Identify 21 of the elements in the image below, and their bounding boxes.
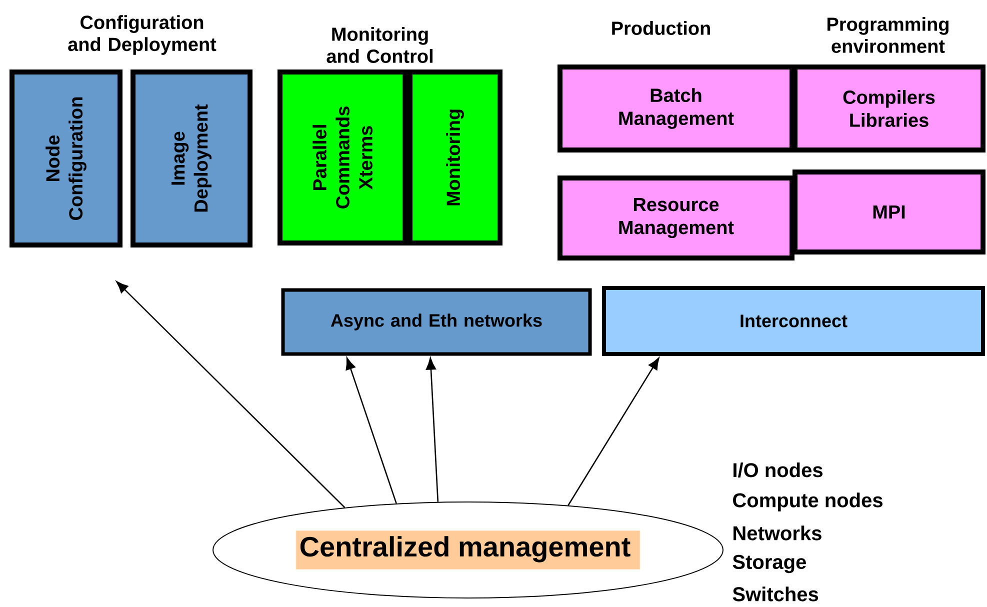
list-item: I/O nodes [734,462,822,478]
tool-box: Resource Management [558,176,794,260]
tool-box: Monitoring [408,70,502,246]
arrow [568,358,660,506]
tool-box: Image Deployment [130,70,252,248]
group-heading: Production [612,21,710,35]
group-heading: Configuration and Deployment [68,15,216,55]
arrow [116,281,346,508]
tool-box: MPI [792,170,986,254]
arrow [426,358,439,502]
tool-box: Batch Management [558,64,794,152]
group-heading: Monitoring and Control [326,27,432,63]
list-item: Compute nodes [733,492,882,512]
group-heading: Programming environment [828,17,948,53]
network-box: Interconnect [602,286,985,356]
tool-box: Compilers Libraries [792,64,986,152]
tool-box: Parallel Commands Xterms [278,70,408,246]
arrow [346,358,397,504]
list-item: Switches [732,586,818,602]
tool-box: Node Configuration [10,70,123,248]
network-box: Async and Eth networks [281,288,592,356]
